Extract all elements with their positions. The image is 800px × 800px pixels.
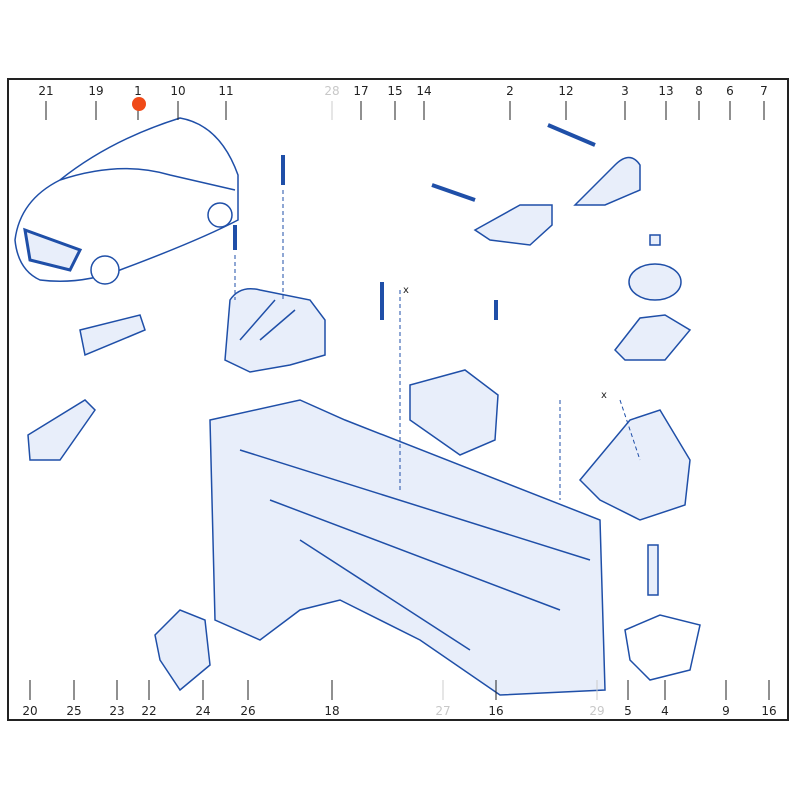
sensor-4 bbox=[624, 614, 701, 681]
mount-plate bbox=[614, 314, 692, 361]
callout-bottom-5[interactable]: 5 bbox=[624, 704, 632, 718]
callout-bottom-26[interactable]: 26 bbox=[240, 704, 256, 718]
callout-top-1[interactable]: 1 bbox=[134, 84, 142, 98]
callout-top-2[interactable]: 2 bbox=[506, 84, 514, 98]
callout-top-13[interactable]: 13 bbox=[658, 84, 674, 98]
callout-top-28[interactable]: 28 bbox=[324, 84, 340, 98]
callout-bottom-9[interactable]: 9 bbox=[722, 704, 730, 718]
callout-bottom-16[interactable]: 16 bbox=[761, 704, 777, 718]
rubber-pad bbox=[628, 263, 682, 301]
callout-top-15[interactable]: 15 bbox=[387, 84, 403, 98]
hotspot-marker[interactable] bbox=[132, 97, 146, 111]
callout-bottom-29[interactable]: 29 bbox=[589, 704, 605, 718]
callout-bottom-4[interactable]: 4 bbox=[661, 704, 669, 718]
callout-bottom-18[interactable]: 18 bbox=[324, 704, 340, 718]
callout-bottom-27[interactable]: 27 bbox=[435, 704, 451, 718]
engine-support-bracket bbox=[578, 409, 691, 521]
callout-top-7[interactable]: 7 bbox=[760, 84, 768, 98]
heat-shield bbox=[409, 369, 499, 456]
callout-bottom-22[interactable]: 22 bbox=[141, 704, 157, 718]
callout-top-21[interactable]: 21 bbox=[38, 84, 54, 98]
engine-mount bbox=[224, 288, 326, 373]
callout-bottom-24[interactable]: 24 bbox=[195, 704, 211, 718]
bracket-20 bbox=[27, 399, 96, 461]
callout-bottom-25[interactable]: 25 bbox=[66, 704, 82, 718]
callout-top-17[interactable]: 17 bbox=[353, 84, 369, 98]
callout-bottom-16[interactable]: 16 bbox=[488, 704, 504, 718]
callout-top-6[interactable]: 6 bbox=[726, 84, 734, 98]
callout-top-8[interactable]: 8 bbox=[695, 84, 703, 98]
dimension-mark: x bbox=[601, 390, 607, 401]
subframe bbox=[209, 399, 606, 696]
callout-top-11[interactable]: 11 bbox=[218, 84, 234, 98]
diagram-frame bbox=[7, 78, 789, 721]
callout-bottom-20[interactable]: 20 bbox=[22, 704, 38, 718]
dimension-mark: x bbox=[403, 285, 409, 296]
callout-top-10[interactable]: 10 bbox=[170, 84, 186, 98]
torque-rod bbox=[573, 156, 641, 206]
callout-top-19[interactable]: 19 bbox=[88, 84, 104, 98]
callout-top-3[interactable]: 3 bbox=[621, 84, 629, 98]
callout-top-12[interactable]: 12 bbox=[558, 84, 574, 98]
bracket-19 bbox=[79, 314, 146, 357]
callout-top-14[interactable]: 14 bbox=[416, 84, 432, 98]
bracket bbox=[473, 204, 553, 246]
bracket-24 bbox=[154, 609, 211, 692]
callout-bottom-23[interactable]: 23 bbox=[109, 704, 125, 718]
